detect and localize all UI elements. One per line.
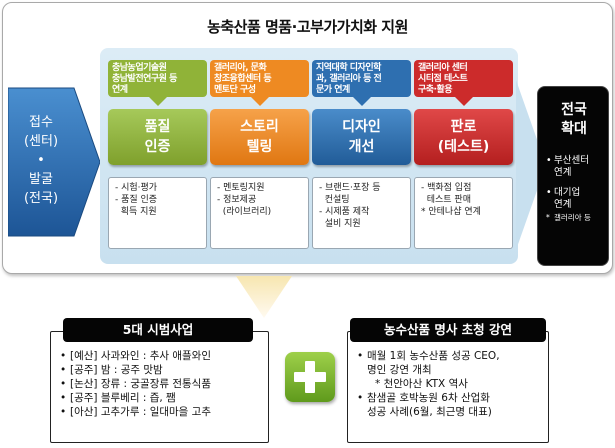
pilot-project-item: [아산] 고추가루 : 일대마을 고추: [60, 405, 266, 419]
result-title: 전국 확대: [538, 101, 610, 139]
stage-detail-line: 컨설팅: [319, 195, 350, 205]
pilot-project-item: [예산] 사과와인 : 추사 애플와인: [60, 349, 266, 363]
stage-name-line: (테스트): [437, 139, 490, 155]
stage-name-line: 디자인: [342, 119, 381, 135]
stage-name-line: 인증: [144, 139, 171, 155]
lecture-item-cont: 성공 사례(6월, 최근명 대표): [367, 406, 492, 418]
stage-storytelling: 갤러리아, 문화 창조융합센터 등 멘토단 구성 스토리 텔링 - 멘토링지원 …: [210, 60, 309, 249]
pilot-project-item: [공주] 밤 : 공주 맛밤: [60, 363, 266, 377]
intake-line: •: [37, 153, 45, 168]
lecture-list: 매월 1회 농수산품 성공 CEO, 명인 강연 개최 * 천안아산 KTX 역…: [357, 349, 547, 419]
stage-name-line: 텔링: [246, 139, 273, 155]
stage-name-box: 품질 인증: [108, 109, 207, 165]
stage-partner-tag: 지역대학 디자인학 과, 갤러리아 등 전 문가 연계: [312, 60, 411, 106]
result-box: 전국 확대 부산센터 연계 대기업 연계 갤러리아 등: [537, 86, 609, 266]
stage-detail-line: - 정보제공: [217, 195, 257, 205]
expansion-arrow: [516, 80, 546, 250]
stage-details: - 멘토링지원 - 정보제공 (라이브러리): [210, 177, 309, 249]
lecture-item-cont: 명인 강연 개최: [367, 364, 432, 376]
stage-partner-text: 충남농업기술원 충남발전연구원 등 연계: [112, 63, 177, 95]
stage-name-box: 스토리 텔링: [210, 109, 309, 165]
stage-name-line: 판로: [450, 119, 477, 135]
stage-detail-line: 설비 지원: [319, 219, 361, 229]
result-item: 부산센터 연계: [546, 155, 608, 179]
stage-details: - 시험·평가 - 품질 인증 획득 지원: [108, 177, 207, 249]
intake-line: (전국): [23, 191, 59, 206]
result-items: 부산센터 연계 대기업 연계 갤러리아 등: [546, 155, 608, 223]
stage-detail-line: - 품질 인증: [115, 195, 158, 205]
result-title-line: 확대: [561, 121, 587, 137]
intake-label: 접수 (센터) • 발굴 (전국): [10, 113, 72, 208]
lecture-heading: 농수산품 명사 초청 강연: [350, 318, 546, 342]
stage-detail-line: * 안테나샵 연계: [421, 207, 481, 217]
stage-partner-text: 갤러리아, 문화 창조융합센터 등 멘토단 구성: [214, 63, 272, 95]
stage-partner-text: 갤러리아 센터 시티점 테스트 구축·활용: [418, 63, 468, 95]
stage-detail-line: - 시험·평가: [115, 183, 158, 193]
stage-design: 지역대학 디자인학 과, 갤러리아 등 전 문가 연계 디자인 개선 - 브랜드…: [312, 60, 411, 249]
stage-quality: 충남농업기술원 충남발전연구원 등 연계 품질 인증 - 시험·평가 - 품질 …: [108, 60, 207, 249]
stage-name-line: 스토리: [240, 119, 279, 135]
stage-partner-tag: 충남농업기술원 충남발전연구원 등 연계: [108, 60, 207, 106]
stage-details: - 백화점 입점 테스트 판매 * 안테나샵 연계: [414, 177, 513, 249]
pilot-projects-heading: 5대 시범사업: [63, 318, 253, 342]
stage-name-line: 품질: [144, 119, 171, 135]
down-arrow: [236, 276, 292, 318]
stage-detail-line: 획득 지원: [115, 207, 157, 217]
stage-detail-line: (라이브러리): [217, 207, 272, 217]
stage-market-test: 갤러리아 센터 시티점 테스트 구축·활용 판로 (테스트) - 백화점 입점 …: [414, 60, 513, 249]
stage-name-line: 개선: [348, 139, 375, 155]
stage-partner-text: 지역대학 디자인학 과, 갤러리아 등 전 문가 연계: [316, 63, 382, 95]
intake-line: 발굴: [29, 172, 53, 187]
lecture-item: 참샘골 호박농원 6차 산업화: [357, 391, 547, 405]
stage-partner-tag: 갤러리아 센터 시티점 테스트 구축·활용: [414, 60, 513, 106]
stage-detail-line: - 브랜드·포장 등: [319, 183, 381, 193]
intake-line: (센터): [23, 134, 59, 149]
stage-detail-line: 테스트 판매: [421, 195, 471, 205]
intake-arrow: [8, 87, 100, 237]
stage-details: - 브랜드·포장 등 컨설팅 - 시제품 제작 설비 지원: [312, 177, 411, 249]
intake-line: 접수: [29, 115, 53, 130]
pilot-project-item: [공주] 블루베리 : 즙, 쨈: [60, 391, 266, 405]
stage-detail-line: - 백화점 입점: [421, 183, 472, 193]
plus-icon: [285, 352, 335, 402]
result-note: 갤러리아 등: [546, 213, 608, 223]
stage-partner-tag: 갤러리아, 문화 창조융합센터 등 멘토단 구성: [210, 60, 309, 106]
pilot-project-item: [논산] 장류 : 궁골장류 전통식품: [60, 377, 266, 391]
lecture-item: 매월 1회 농수산품 성공 CEO,: [357, 349, 547, 363]
stage-detail-line: - 멘토링지원: [217, 183, 265, 193]
result-item: 대기업 연계: [546, 187, 608, 211]
lecture-item-note: * 천안아산 KTX 역사: [375, 378, 468, 390]
diagram-title: 농축산품 명품·고부가가치화 지원: [207, 18, 408, 36]
stage-detail-line: - 시제품 제작: [319, 207, 370, 217]
result-title-line: 전국: [561, 102, 587, 118]
stage-name-box: 디자인 개선: [312, 109, 411, 165]
stage-name-box: 판로 (테스트): [414, 109, 513, 165]
pilot-projects-list: [예산] 사과와인 : 추사 애플와인 [공주] 밤 : 공주 맛밤 [논산] …: [60, 349, 266, 419]
